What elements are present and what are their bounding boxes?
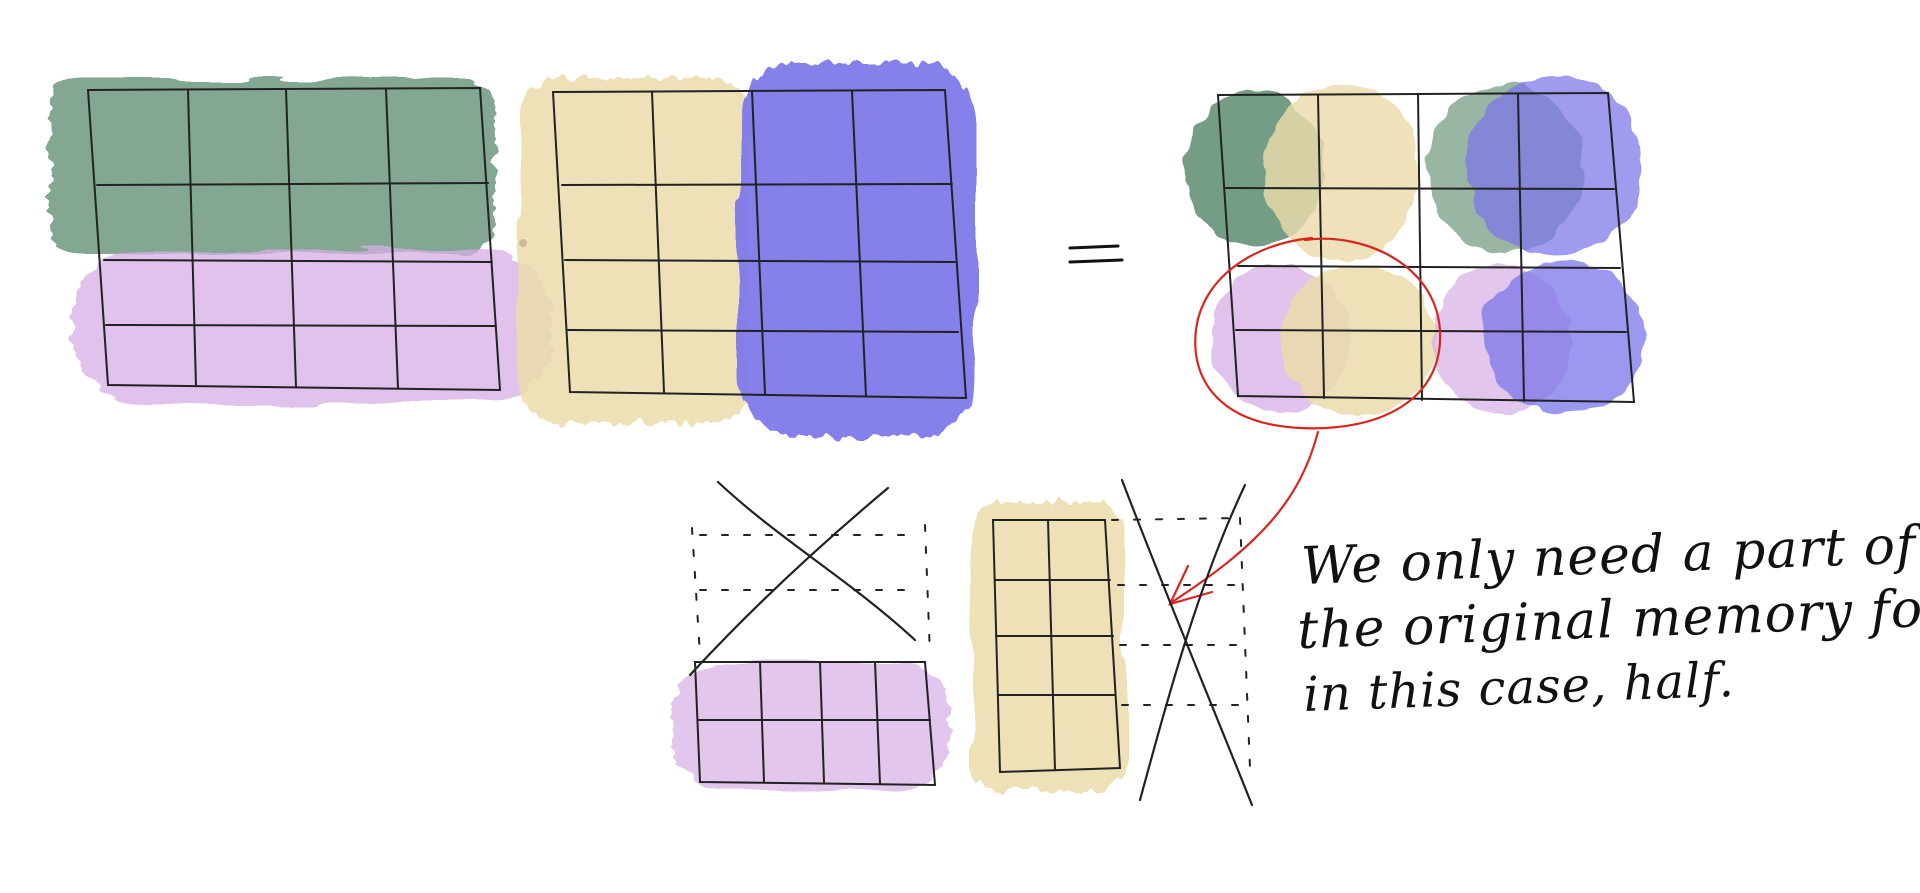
bottom-violet-stroke	[672, 662, 950, 790]
cross-line-3	[1120, 478, 1254, 807]
blob-sand-1	[1264, 84, 1420, 260]
blob-blue-1	[1467, 76, 1643, 256]
matrix-middle-columns	[520, 62, 976, 437]
highlight-circle	[1194, 236, 1442, 430]
blob-blue-2	[1482, 262, 1646, 414]
column-stroke-blue	[738, 62, 976, 437]
blob-sand-2	[1280, 264, 1436, 416]
bottom-left-matrix	[672, 480, 950, 790]
matrix-left-rows	[50, 78, 552, 403]
cross-line-2	[688, 486, 890, 677]
bottom-right-matrix	[972, 478, 1254, 807]
grid-border	[86, 86, 502, 392]
bottom-sand-stroke	[972, 502, 1124, 790]
cross-line-4	[1138, 483, 1247, 802]
equals-sign	[1068, 244, 1124, 264]
matrix-result	[1185, 76, 1646, 416]
grid-border	[551, 88, 968, 400]
column-stroke-sand	[520, 78, 750, 423]
explanation-note: We only need a part of the original memo…	[1296, 515, 1920, 726]
grid-border	[1216, 91, 1636, 404]
highlight-arrow	[1170, 430, 1320, 604]
cross-line-1	[716, 480, 917, 642]
row-stroke-green	[50, 78, 495, 253]
